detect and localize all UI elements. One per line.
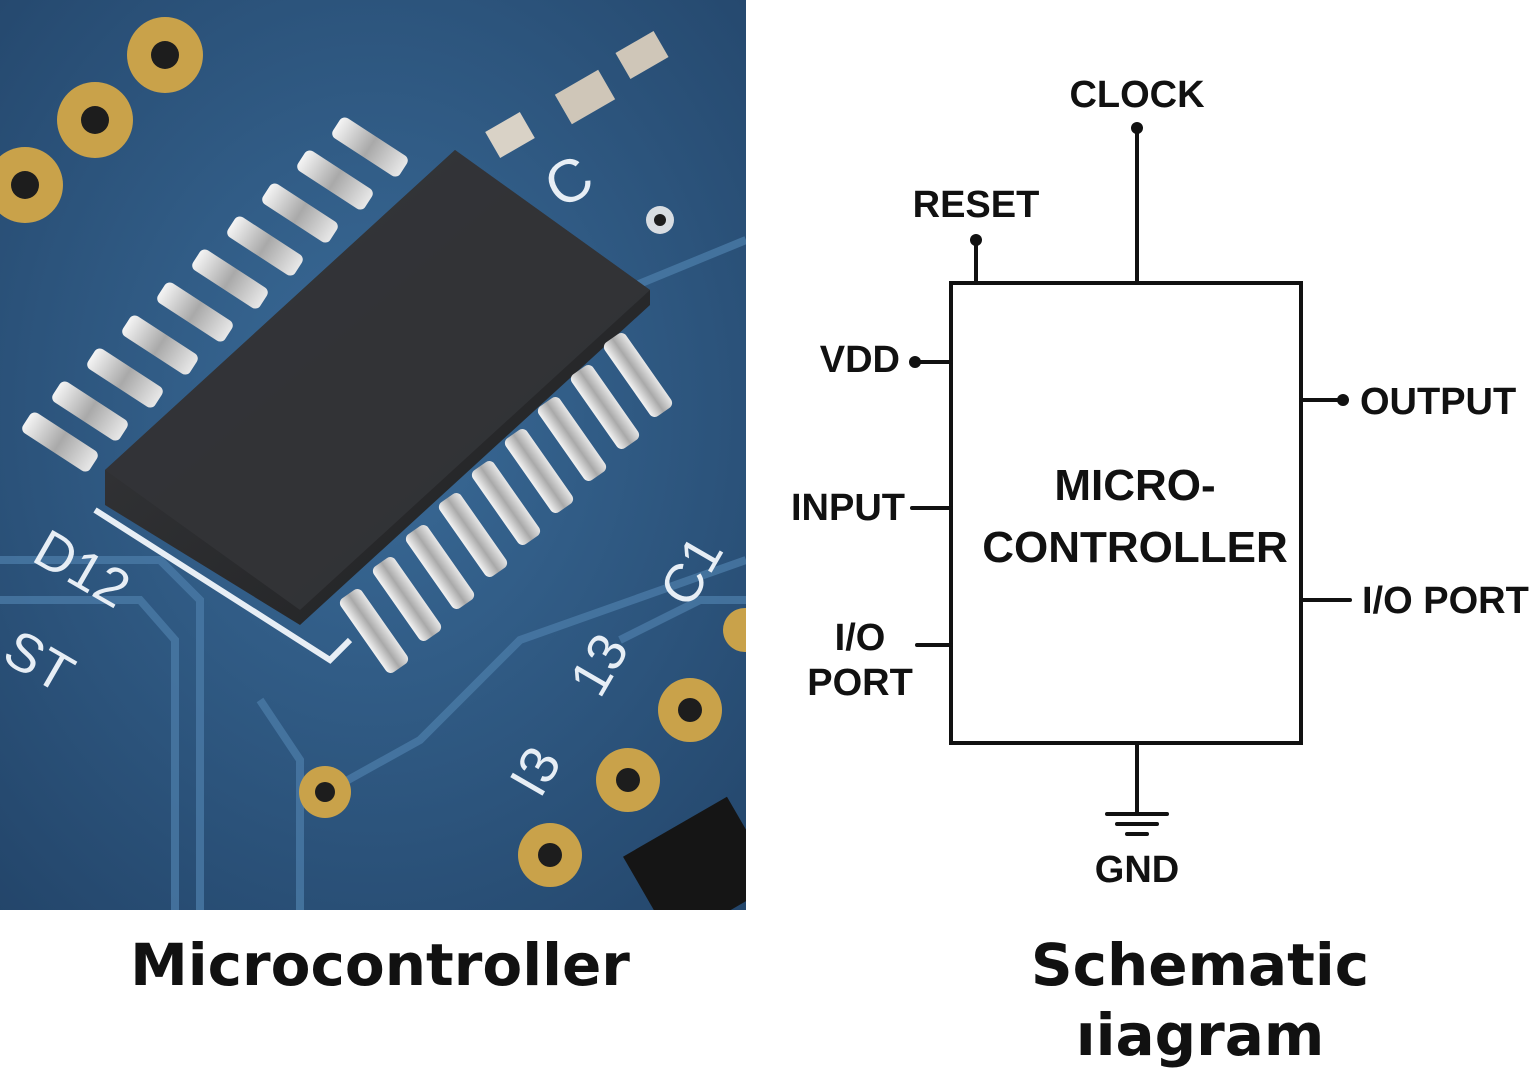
- smd-components: [485, 31, 669, 158]
- chip-pins-top: [22, 117, 408, 472]
- pin-label-io-left-line2: PORT: [807, 662, 913, 704]
- chip-label-line2: CONTROLLER: [982, 523, 1288, 572]
- caption-schematic-diagram: Schematic ıiagram: [1030, 931, 1370, 1069]
- reset-terminal: [970, 234, 982, 246]
- pin-label-clock: CLOCK: [1069, 74, 1205, 116]
- chip-box: [949, 281, 1303, 745]
- gold-pads: [0, 17, 746, 887]
- caption-microcontroller: Microcontroller: [130, 931, 630, 999]
- pin-header: [623, 796, 746, 910]
- pin-label-reset: RESET: [913, 184, 1040, 226]
- schematic-art: CLOCK RESET VDD INPUT I/O PORT OUTPUT I/…: [791, 74, 1529, 891]
- pcb-photo: D12 ST C 13 I3 C1: [0, 0, 746, 910]
- pin-label-output: OUTPUT: [1360, 381, 1516, 423]
- silkscreen-outline: [93, 507, 353, 664]
- chip-label-line1: MICRO-: [1054, 461, 1215, 510]
- chip-pins-bottom: [339, 333, 673, 673]
- schematic-diagram: CLOCK RESET VDD INPUT I/O PORT OUTPUT I/…: [760, 0, 1536, 910]
- pin-label-gnd: GND: [1095, 849, 1179, 891]
- pin-label-vdd: VDD: [820, 339, 900, 381]
- pin-label-io-left-line1: I/O: [835, 617, 886, 659]
- pin-label-io-right: I/O PORT: [1362, 580, 1529, 622]
- pcb-traces: [0, 236, 746, 910]
- clock-terminal: [1131, 122, 1143, 134]
- vdd-terminal: [909, 356, 921, 368]
- chip-top-face: [105, 150, 650, 610]
- pcb-photo-art: D12 ST C 13 I3 C1: [0, 0, 746, 910]
- output-terminal: [1337, 394, 1349, 406]
- pin-label-input: INPUT: [791, 487, 905, 529]
